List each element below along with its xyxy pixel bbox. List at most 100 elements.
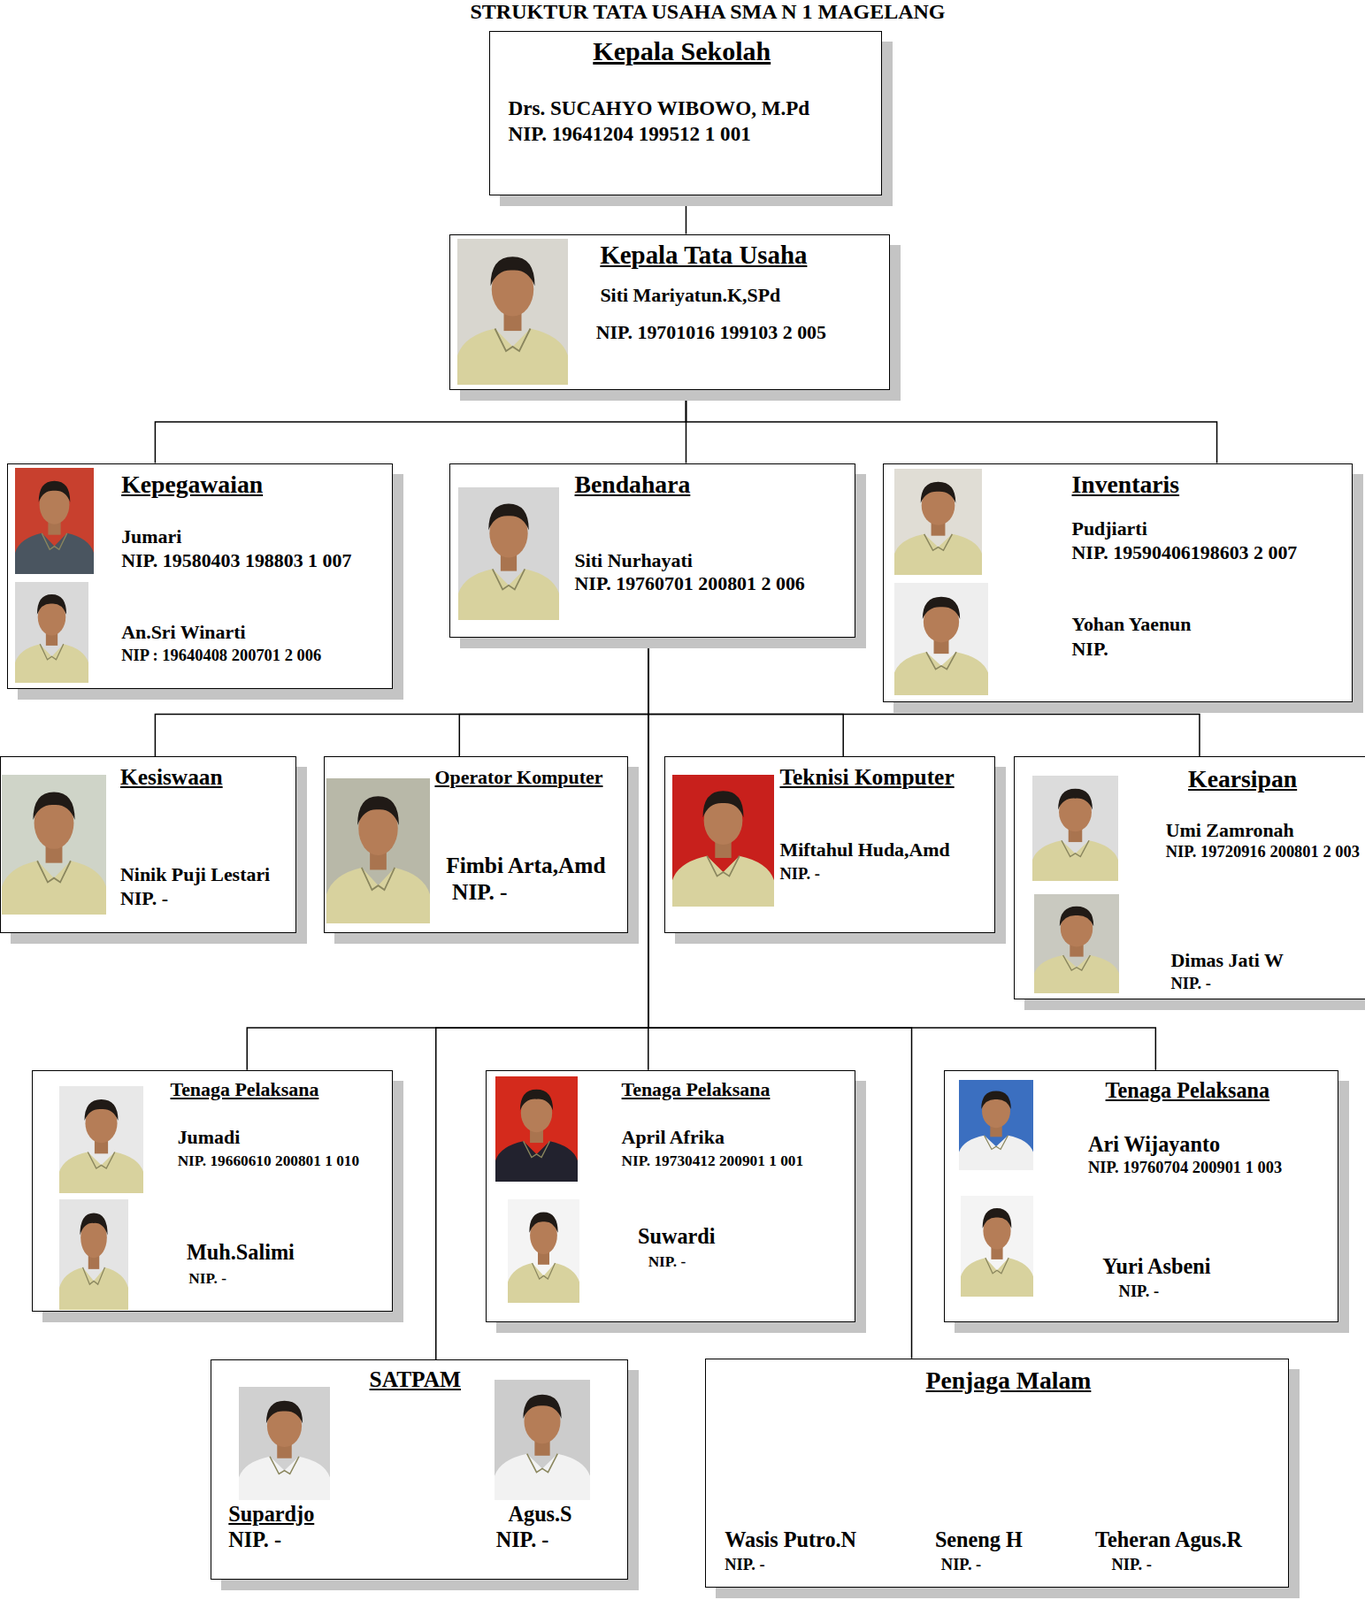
role-heading: Kepala Sekolah xyxy=(592,36,771,68)
staff-photo xyxy=(507,1199,580,1304)
person-figure xyxy=(15,481,94,575)
role-heading: Teknisi Komputer xyxy=(779,764,954,790)
staff-text: NIP. 19760704 200901 1 003 xyxy=(1088,1158,1282,1178)
org-box: SATPAMSupardjoNIP. -Agus.SNIP. - xyxy=(210,1359,629,1580)
org-box: BendaharaSiti NurhayatiNIP. 19760701 200… xyxy=(449,463,856,639)
photo-ground xyxy=(15,582,89,683)
text-slot: Bendahara xyxy=(575,470,691,499)
person-figure xyxy=(15,594,89,683)
person-figure xyxy=(894,482,982,576)
staff-text: NIP. - xyxy=(120,887,169,910)
staff-photo xyxy=(326,778,430,924)
staff-text: Yohan Yaenun xyxy=(1072,613,1192,636)
photo-ground xyxy=(1032,775,1119,882)
text-slot: NIP. xyxy=(1072,637,1109,660)
person-figure xyxy=(326,796,430,924)
staff-text: Pudjiarti xyxy=(1072,517,1148,540)
org-box: Teknisi KomputerMiftahul Huda,AmdNIP. - xyxy=(664,756,996,934)
staff-text: Wasis Putro.N xyxy=(724,1527,857,1553)
staff-photo xyxy=(1032,775,1119,882)
photo-ground xyxy=(495,1076,578,1182)
text-slot: Pudjiarti xyxy=(1072,517,1148,540)
staff-text: NIP. - xyxy=(496,1527,550,1553)
staff-text: NIP. - xyxy=(1119,1282,1159,1302)
org-connector xyxy=(436,637,649,1360)
text-slot: Kepegawaian xyxy=(121,470,263,499)
photo-ground xyxy=(672,774,775,907)
staff-text: Dimas Jati W xyxy=(1170,949,1283,972)
staff-text: NIP. - xyxy=(779,865,820,884)
text-slot: Siti Mariyatun.K,SPd xyxy=(599,283,781,307)
person-figure xyxy=(958,1091,1034,1171)
staff-text: Teheran Agus.R xyxy=(1095,1527,1243,1553)
photo-ground xyxy=(59,1086,144,1194)
staff-text: An.Sri Winarti xyxy=(121,621,246,644)
text-slot: NIP. - xyxy=(228,1527,282,1553)
text-slot: NIP. 19760704 200901 1 003 xyxy=(1088,1158,1282,1178)
photo-ground xyxy=(894,582,989,696)
role-heading: Operator Komputer xyxy=(434,766,603,789)
staff-text: NIP. - xyxy=(941,1556,982,1575)
photo-ground xyxy=(15,467,94,575)
staff-text: NIP. - xyxy=(724,1556,765,1575)
staff-photo xyxy=(495,1076,578,1182)
text-slot: Tenaga Pelaksana xyxy=(170,1078,320,1101)
staff-photo xyxy=(1034,894,1120,994)
org-box: InventarisPudjiartiNIP. 19590406198603 2… xyxy=(882,463,1353,703)
text-slot: NIP. - xyxy=(724,1556,765,1575)
staff-photo xyxy=(457,238,568,385)
staff-photo xyxy=(15,582,89,683)
staff-photo xyxy=(59,1199,129,1311)
role-heading: Penjaga Malam xyxy=(926,1366,1092,1396)
text-slot: Supardjo xyxy=(228,1502,315,1527)
text-slot: Fimbi Arta,Amd xyxy=(445,852,606,879)
text-slot: Ari Wijayanto xyxy=(1088,1132,1220,1158)
person-figure xyxy=(1034,906,1120,994)
org-connector xyxy=(459,637,648,757)
role-heading: Kesiswaan xyxy=(120,764,223,790)
text-slot: Yuri Asbeni xyxy=(1102,1254,1211,1280)
staff-text: NIP. - xyxy=(228,1527,282,1553)
text-slot: Yohan Yaenun xyxy=(1072,613,1192,636)
org-box: Tenaga PelaksanaApril AfrikaNIP. 1973041… xyxy=(485,1070,856,1323)
text-slot: Siti Nurhayati xyxy=(575,549,693,572)
staff-text: NIP. 19641204 199512 1 001 xyxy=(508,122,752,146)
org-connector xyxy=(648,637,1157,1070)
staff-text: NIP. 19590406198603 2 007 xyxy=(1072,541,1298,564)
staff-text: Jumari xyxy=(121,525,182,548)
staff-photo xyxy=(894,468,982,576)
staff-text: Jumadi xyxy=(177,1126,241,1149)
staff-text: Suwardi xyxy=(637,1224,716,1250)
staff-text: Siti Nurhayati xyxy=(575,549,693,572)
photo-ground xyxy=(1,774,107,915)
staff-photo xyxy=(894,582,989,696)
staff-text: NIP. 19701016 199103 2 005 xyxy=(596,321,827,344)
org-box: KearsipanUmi ZamronahNIP. 19720916 20080… xyxy=(1013,756,1365,1000)
text-slot: Penjaga Malam xyxy=(926,1366,1092,1396)
chart-title: STRUKTUR TATA USAHA SMA N 1 MAGELANG xyxy=(88,0,1327,25)
org-connector xyxy=(648,637,1200,757)
text-slot: Seneng H xyxy=(935,1527,1023,1553)
role-heading: Bendahara xyxy=(575,470,691,499)
staff-text: April Afrika xyxy=(621,1126,725,1149)
staff-text: NIP : 19640408 200701 2 006 xyxy=(121,646,322,666)
text-slot: Kesiswaan xyxy=(120,764,223,790)
role-heading: Tenaga Pelaksana xyxy=(1105,1078,1271,1104)
staff-text: NIP. 19720916 200801 2 003 xyxy=(1165,843,1360,862)
text-slot: NIP. - xyxy=(779,865,820,884)
staff-text: Miftahul Huda,Amd xyxy=(779,838,950,861)
role-heading: Kepala Tata Usaha xyxy=(599,240,807,270)
person-figure xyxy=(1,791,107,915)
staff-text: NIP. xyxy=(1072,637,1109,660)
text-slot: Muh.Salimi xyxy=(186,1240,295,1266)
staff-photo xyxy=(238,1387,330,1501)
staff-text: NIP. - xyxy=(452,879,508,905)
text-slot: Umi Zamronah xyxy=(1165,819,1295,842)
text-slot: NIP. - xyxy=(120,887,169,910)
person-figure xyxy=(494,1395,591,1501)
person-figure xyxy=(495,1089,578,1182)
staff-text: Seneng H xyxy=(935,1527,1023,1553)
